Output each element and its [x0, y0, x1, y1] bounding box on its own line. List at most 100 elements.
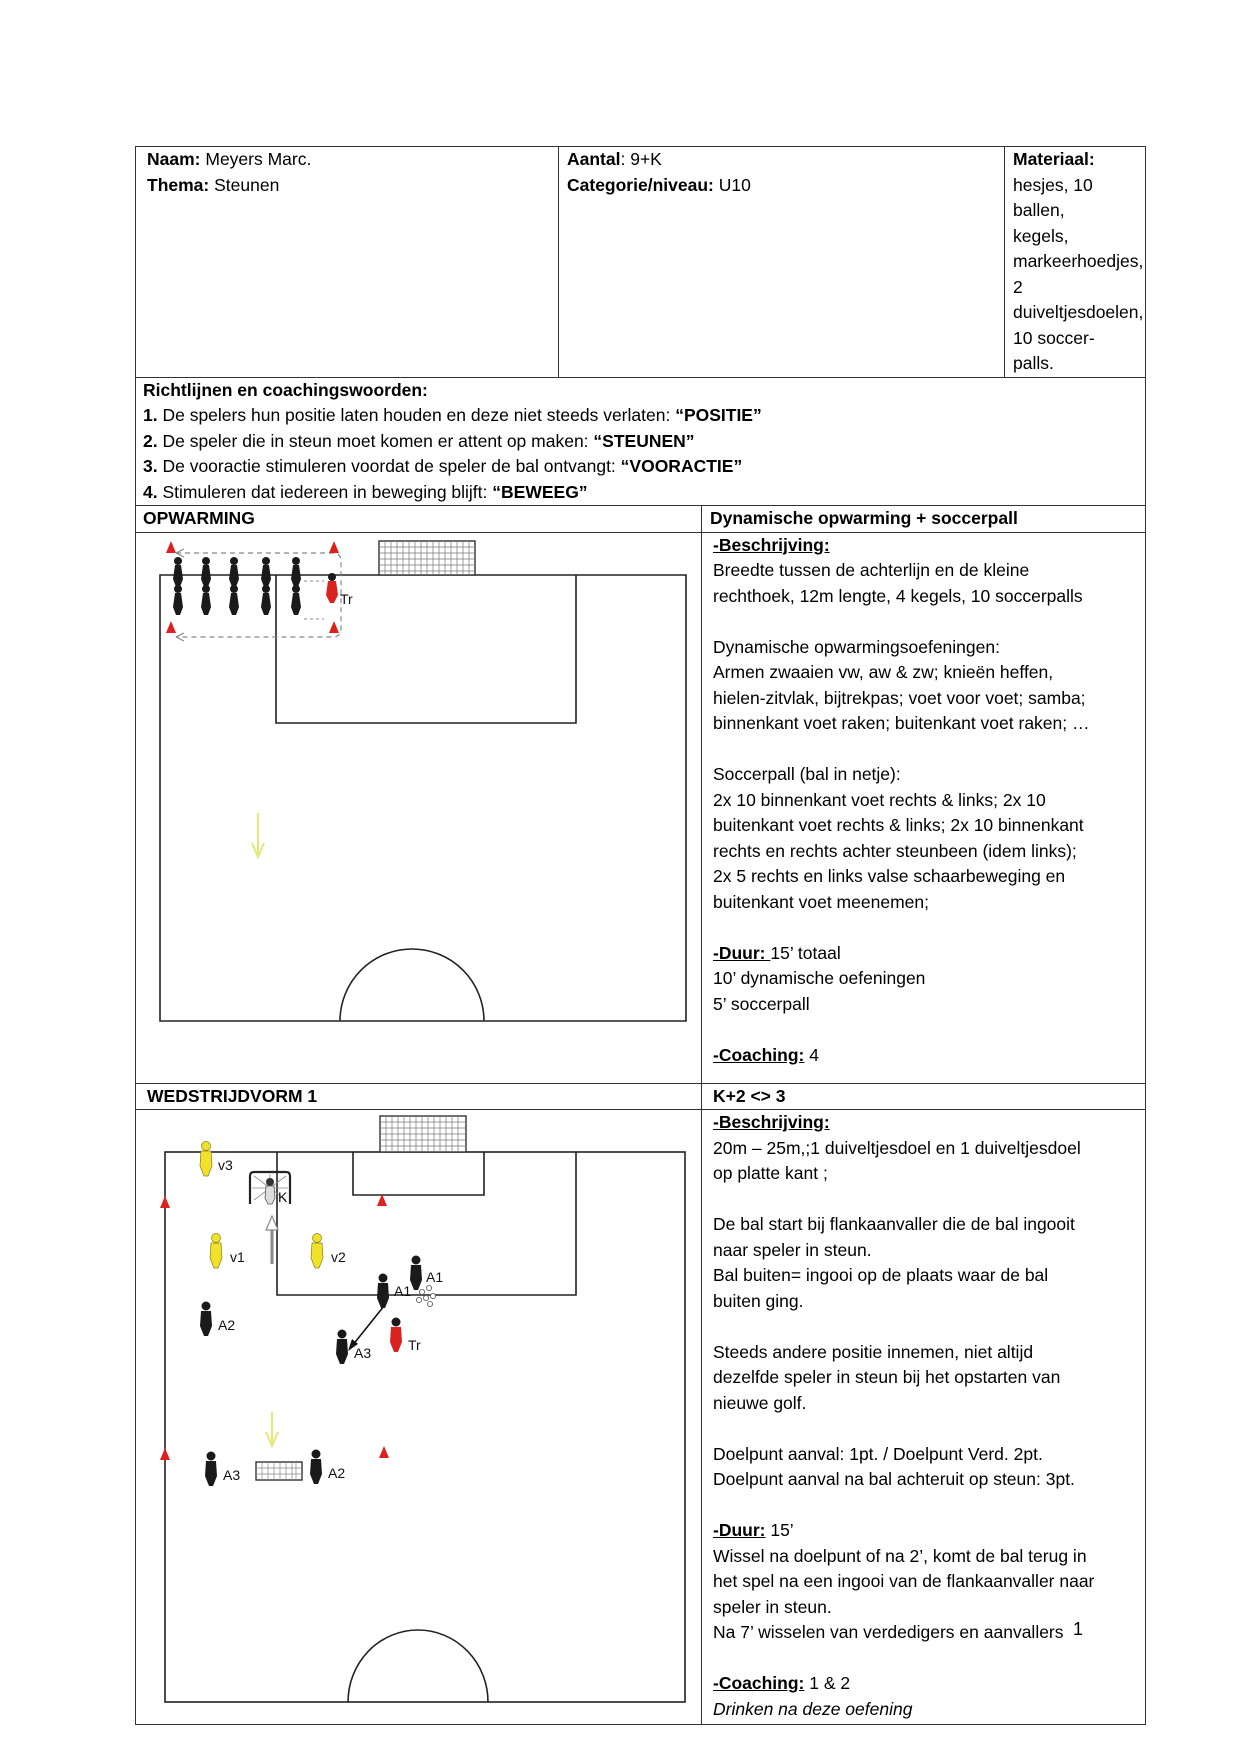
materiaal-line-1: hesjes, 10 ballen, [1013, 174, 1093, 221]
up-arrow-icon [265, 1214, 279, 1264]
s1-line: Armen zwaaien vw, aw & zw; knieën heffen… [713, 662, 1054, 682]
s2-line: Doelpunt aanval: 1pt. / Doelpunt Verd. 2… [713, 1443, 1043, 1464]
richtlijnen-cell: Richtlijnen en coachingswoorden: 1. De s… [135, 376, 1146, 506]
goal-net-icon [378, 539, 476, 576]
duur-detail: Na 7’ wisselen van verdedigers en aanval… [713, 1622, 1064, 1642]
penalty-box [275, 574, 577, 724]
s2-line: nieuwe golf. [713, 1392, 807, 1413]
duur-line: -Duur: 15’ totaal [713, 941, 1137, 967]
duur-value: 15’ totaal [770, 942, 841, 963]
s1-line: Soccerpall (bal in netje): [713, 764, 901, 784]
drink-note: Drinken na deze oefening [713, 1698, 913, 1719]
name-cell: Naam: Meyers Marc. Thema: Steunen [135, 146, 559, 378]
label-a3-bottom: A3 [223, 1467, 240, 1483]
cone-icon [166, 620, 176, 633]
s2-line: De bal start bij flankaanvaller die de b… [713, 1214, 1075, 1234]
label-v3: v3 [218, 1157, 233, 1173]
label-a2-bottom: A2 [328, 1465, 345, 1481]
goalkeeper-icon [264, 1178, 276, 1205]
aantal-label: Aantal [567, 149, 621, 169]
s2-line: Bal buiten= ingooi op de plaats waar de … [713, 1265, 1049, 1285]
aantal-cell: Aantal: 9+K Categorie/niveau: U10 [558, 146, 1005, 378]
cone-icon [377, 1194, 387, 1206]
match-field-diagram: K v3 v1 v2 [160, 1115, 686, 1703]
cone-icon [160, 1448, 170, 1460]
duur-detail: 5’ soccerpall [713, 993, 810, 1014]
s1-line: rechts en rechts achter steunbeen (idem … [713, 840, 1077, 861]
materiaal-line-3: duiveltjesdoelen, 10 soccer- [1013, 302, 1144, 348]
duur-detail: 10’ dynamische oefeningen [713, 968, 926, 988]
materiaal-label: Materiaal: [1013, 149, 1095, 169]
richtlijnen-title: Richtlijnen en coachingswoorden: [143, 379, 428, 400]
label-a1-top: A1 [426, 1269, 443, 1285]
s2-line: buiten ging. [713, 1290, 804, 1311]
s2-line: Doelpunt aanval na bal achteruit op steu… [713, 1469, 1075, 1489]
penalty-box [276, 1152, 577, 1296]
small-goal-bottom-icon [255, 1461, 303, 1481]
duur-value: 15’ [765, 1520, 794, 1540]
section1-title-row: OPWARMING Dynamische opwarming + soccerp… [135, 505, 1146, 533]
section1-diagram-cell: Tr [135, 531, 702, 1084]
beschrijving-label: -Beschrijving: [713, 534, 830, 555]
label-a3-mid: A3 [354, 1345, 371, 1361]
direction-arrow-icon [251, 812, 265, 860]
s1-line: hielen-zitvlak, bijtrekpas; voet voor vo… [713, 687, 1086, 708]
label-a1: A1 [394, 1283, 411, 1299]
materiaal-line-4: palls. [1013, 353, 1054, 373]
trainer-icon [390, 1317, 402, 1352]
section2-title-row: WEDSTRIJDVORM 1 K+2 <> 3 [135, 1082, 1146, 1110]
richtlijn-4: 4. Stimuleren dat iedereen in beweging b… [143, 481, 588, 502]
s1-line [713, 915, 1137, 941]
materiaal-cell: Materiaal: hesjes, 10 ballen, kegels, ma… [1004, 146, 1146, 378]
categorie-value: U10 [718, 174, 751, 195]
cones [166, 540, 339, 633]
coaching-value: 1 & 2 [804, 1673, 851, 1693]
richtlijnen-row: Richtlijnen en coachingswoorden: 1. De s… [135, 376, 1146, 506]
cone-icon [160, 1196, 170, 1208]
label-a2-left: A2 [218, 1317, 235, 1333]
s1-line: 2x 5 rechts en links valse schaarbewegin… [713, 866, 1066, 886]
label-v1: v1 [230, 1249, 245, 1265]
naam-label: Naam: [147, 149, 201, 169]
label-v2: v2 [331, 1249, 346, 1265]
section2-diagram-cell: K v3 v1 v2 [135, 1109, 702, 1725]
section1-text-cell: -Beschrijving: Breedte tussen de achterl… [701, 531, 1146, 1084]
training-sheet-table: Naam: Meyers Marc. Thema: Steunen Aantal… [135, 146, 1146, 1725]
s2-line [713, 1314, 1137, 1340]
s1-line: binnenkant voet raken; buitenkant voet r… [713, 713, 1090, 733]
goal-area [352, 1152, 485, 1196]
section2-left-title: WEDSTRIJDVORM 1 [135, 1082, 702, 1110]
section2-right-title: K+2 <> 3 [701, 1082, 1146, 1110]
s2-line [713, 1187, 1137, 1213]
s2-line: dezelfde speler in steun bij het opstart… [713, 1367, 1061, 1387]
materiaal-line-2: kegels, markeerhoedjes, 2 [1013, 225, 1144, 297]
duur-detail: Wissel na doelpunt of na 2’, komt de bal… [713, 1545, 1087, 1566]
s2-line: naar speler in steun. [713, 1239, 872, 1260]
s1-line: buitenkant voet rechts & links; 2x 10 bi… [713, 815, 1084, 835]
aantal-value: : 9+K [620, 149, 662, 169]
categorie-label: Categorie/niveau: [567, 174, 714, 195]
goal-net-icon [379, 1115, 467, 1153]
trainer-label: Tr [340, 591, 353, 607]
route-arrowheads [175, 547, 185, 642]
s2-line [713, 1493, 1137, 1519]
warmup-players [173, 556, 301, 615]
s1-line: rechthoek, 12m lengte, 4 kegels, 10 socc… [713, 585, 1083, 606]
cone-icon [329, 540, 339, 553]
duur-label: -Duur: [713, 1520, 766, 1540]
label-k: K [278, 1189, 288, 1205]
attackers [200, 1255, 422, 1486]
richtlijn-2: 2. De speler die in steun moet komen er … [143, 430, 695, 451]
s1-line: 2x 10 binnenkant voet rechts & links; 2x… [713, 789, 1046, 810]
cone-icon [329, 620, 339, 633]
coaching-label: -Coaching: [713, 1673, 805, 1693]
coaching-value: 4 [804, 1044, 819, 1065]
section1-content-row: Tr -Beschrijving: Breedte tussen [135, 531, 1146, 1084]
s1-line: buitenkant voet meenemen; [713, 891, 929, 912]
richtlijn-3: 3. De vooractie stimuleren voordat de sp… [143, 456, 743, 476]
thema-value: Steunen [214, 174, 280, 195]
s2-line: Steeds andere positie innemen, niet alti… [713, 1341, 1034, 1362]
label-tr: Tr [408, 1337, 421, 1353]
s1-line: Breedte tussen de achterlijn en de klein… [713, 560, 1030, 580]
